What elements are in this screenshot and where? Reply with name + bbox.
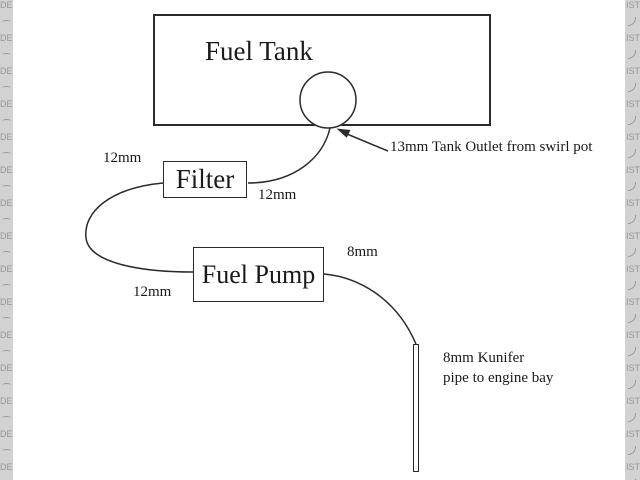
watermark-tile: IST: [625, 165, 640, 198]
watermark-mark: [2, 383, 11, 387]
watermark-tile: DER: [0, 165, 13, 198]
watermark-tile: DER: [0, 231, 13, 264]
watermark-tile: DER: [0, 198, 13, 231]
watermark-mark: [2, 20, 11, 24]
fuel-pump-label: Fuel Pump: [201, 259, 316, 289]
fuel-tank-box: Fuel Tank: [153, 14, 491, 126]
watermark-mark: [2, 53, 11, 57]
watermark-mark: [2, 218, 11, 222]
watermark-tile: IST: [625, 264, 640, 297]
watermark-tile: IST: [625, 396, 640, 429]
watermark-tile: DER: [0, 462, 13, 472]
watermark-mark: [628, 413, 636, 422]
watermark-tile: IST: [625, 66, 640, 99]
watermark-tile: DER: [0, 297, 13, 330]
watermark-mark: [2, 284, 11, 288]
watermark-mark: [628, 116, 636, 125]
watermark-tile: DER: [0, 264, 13, 297]
watermark-tile: DER: [0, 330, 13, 363]
watermark-tile: DER: [0, 33, 13, 66]
watermark-tile: IST: [625, 363, 640, 396]
hose-pump-to-pipe: [323, 273, 417, 345]
watermark-tile: DER: [0, 99, 13, 132]
watermark-tile: IST: [625, 429, 640, 462]
watermark-mark: [2, 119, 11, 123]
watermark-mark: [2, 317, 11, 321]
watermark-tile: IST: [625, 297, 640, 330]
size-label-pump-inlet: 12mm: [133, 284, 172, 300]
tank-outlet-arrow-line: [346, 133, 389, 152]
filter-box: Filter: [163, 161, 247, 198]
watermark-tile: IST: [625, 198, 640, 231]
watermark-mark: [2, 86, 11, 90]
watermark-mark: [2, 449, 11, 453]
size-label-pump-outlet: 8mm: [347, 244, 378, 260]
size-label-filter-outlet: 12mm: [258, 187, 297, 203]
watermark-tile: DER: [0, 132, 13, 165]
watermark-tile: IST: [625, 99, 640, 132]
watermark-tile: DER: [0, 396, 13, 429]
watermark-tile: IST: [625, 231, 640, 264]
tank-outlet-arrowhead: [336, 128, 351, 138]
watermark-mark: [628, 83, 636, 92]
watermark-mark: [628, 347, 636, 356]
watermark-mark: [628, 380, 636, 389]
watermark-tile: IST: [625, 462, 640, 480]
filter-label: Filter: [175, 164, 235, 194]
watermark-mark: [2, 152, 11, 156]
watermark-mark: [628, 314, 636, 323]
watermark-tile: DER: [0, 363, 13, 396]
annotation-kunifer-pipe: 8mm Kunifer pipe to engine bay: [443, 350, 554, 386]
annotation-tank-outlet: 13mm Tank Outlet from swirl pot: [390, 139, 593, 155]
hose-tank-to-filter: [247, 127, 331, 184]
watermark-mark: [2, 416, 11, 420]
watermark-tile: IST: [625, 132, 640, 165]
size-label-tank-to-filter: 12mm: [103, 150, 142, 166]
watermark-mark: [2, 350, 11, 354]
watermark-mark: [628, 182, 636, 191]
watermark-tile: DER: [0, 429, 13, 462]
watermark-mark: [628, 50, 636, 59]
watermark-mark: [2, 251, 11, 255]
watermark-mark: [628, 281, 636, 290]
watermark-tile: IST: [625, 330, 640, 363]
watermark-tile: IST: [625, 0, 640, 33]
kunifer-pipe: [413, 344, 419, 472]
watermark-mark: [2, 185, 11, 189]
fuel-tank-label: Fuel Tank: [205, 36, 313, 66]
watermark-mark: [628, 17, 636, 26]
watermark-mark: [628, 446, 636, 455]
fuel-pump-box: Fuel Pump: [193, 247, 324, 302]
watermark-mark: [628, 215, 636, 224]
watermark-tile: DER: [0, 66, 13, 99]
watermark-tile: DER: [0, 0, 13, 33]
watermark-mark: [628, 248, 636, 257]
watermark-strip-left: DERDERDERDERDERDERDERDERDERDERDERDERDERD…: [0, 0, 13, 480]
watermark-tile: IST: [625, 33, 640, 66]
watermark-mark: [628, 149, 636, 158]
